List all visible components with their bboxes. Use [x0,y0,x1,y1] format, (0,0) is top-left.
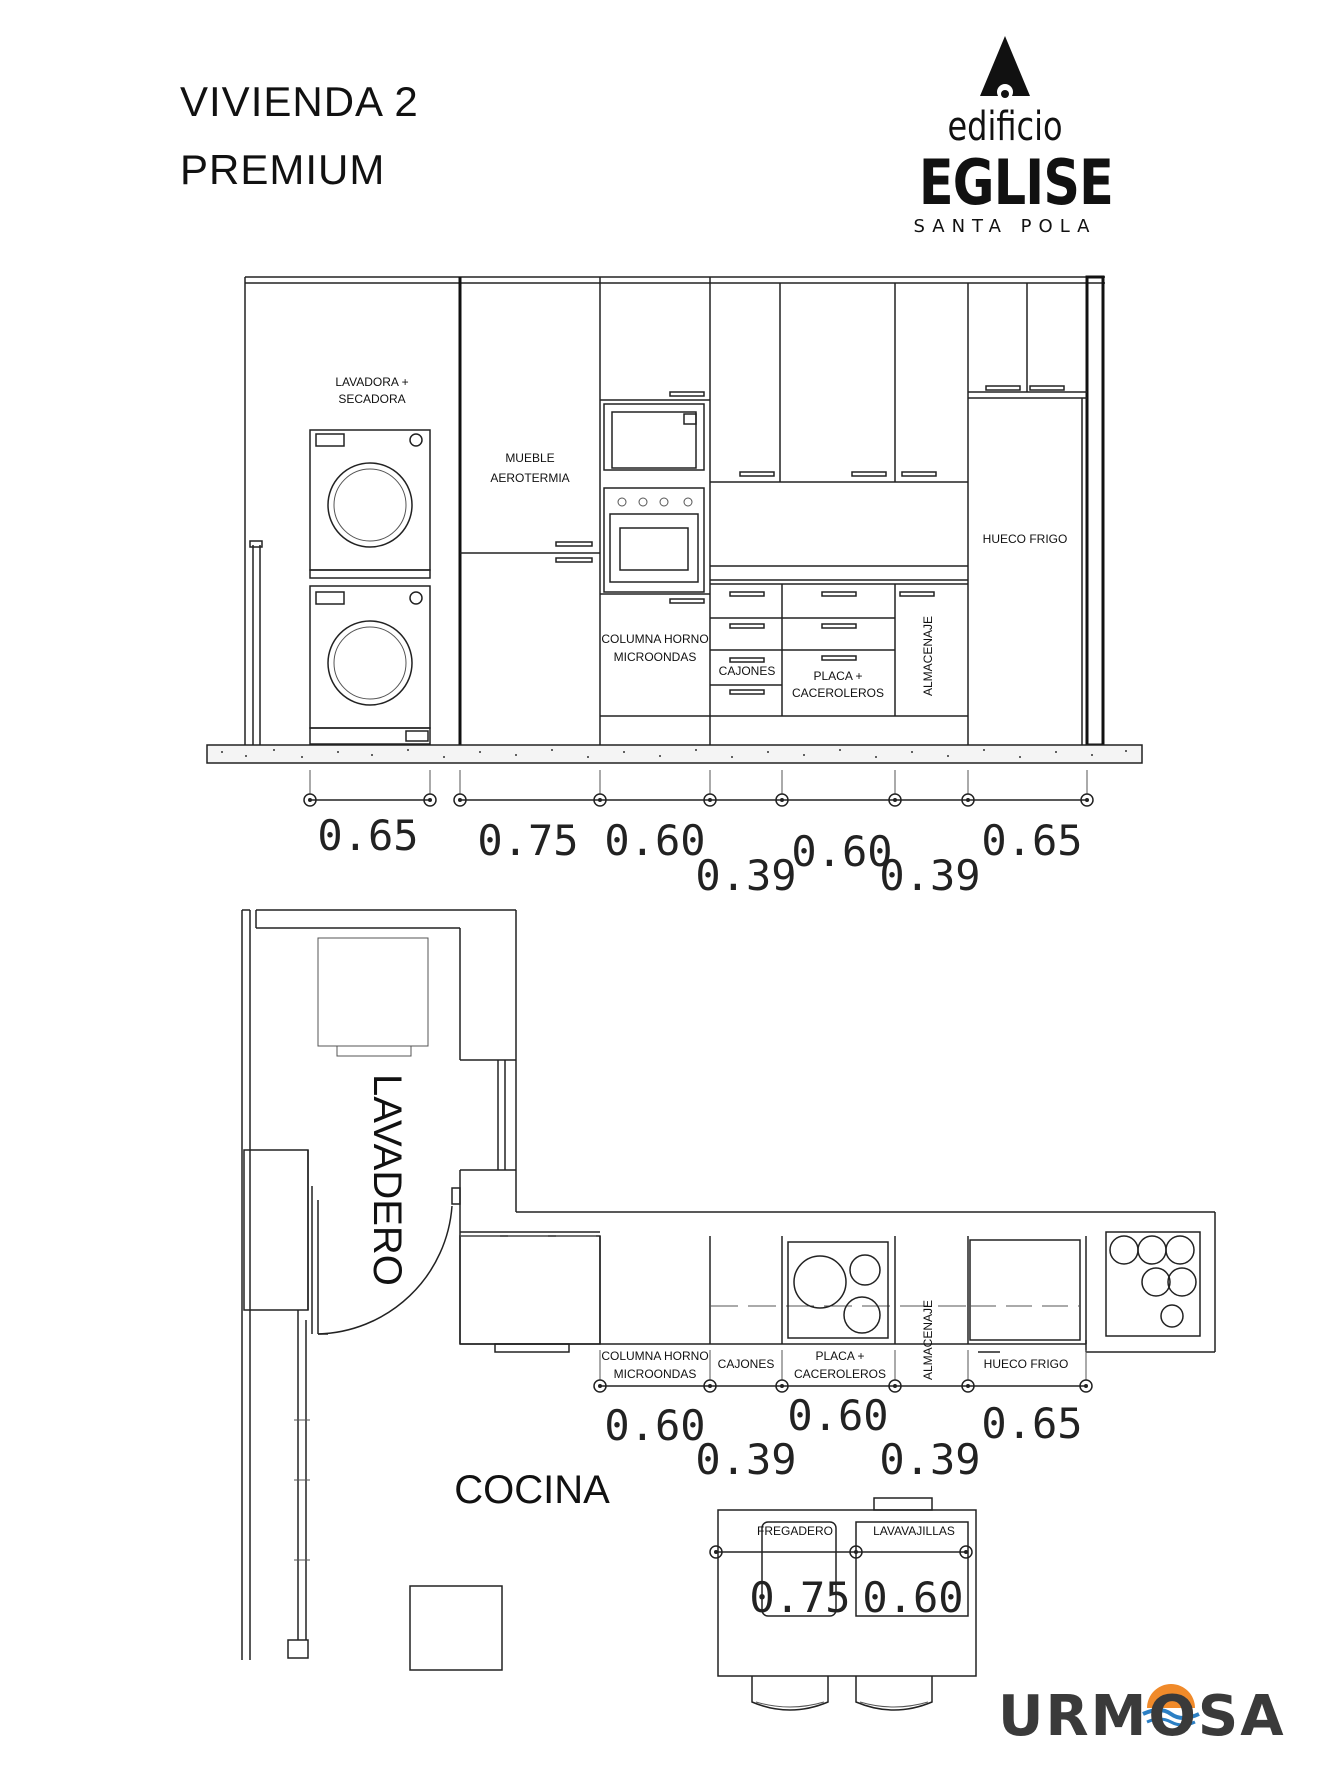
elev-dim-3: 0.60 [604,816,705,865]
logo-sub-text: SANTA POLA [913,216,1097,237]
logo-big-text: EGLISE [918,146,1114,219]
storage-label: ALMACENAJE [921,616,935,696]
plan-column-label-1: COLUMNA HORNO [601,1349,708,1363]
kitchen-elevation: LAVADORA + SECADORA MUEBLE AEROTERMIA CO… [206,275,1143,900]
island-dim-1: 0.75 [749,1573,850,1622]
dimension-ticks [303,770,1094,807]
plan-title-line1: VIVIENDA 2 [180,78,419,125]
elev-dim-6: 0.39 [879,851,980,900]
brand-logo-text: URMOSA [998,1684,1286,1749]
plan-dim-5: 0.65 [981,1399,1082,1448]
plan-dim-3: 0.60 [787,1391,888,1440]
kitchen-room-label: COCINA [454,1468,610,1512]
sun-wave-icon [1142,1684,1200,1727]
elev-dim-5: 0.60 [791,827,892,876]
washer-label-2: SECADORA [338,392,405,406]
plan-drawers-label: CAJONES [718,1357,775,1371]
hob-label-1: PLACA + [813,669,862,683]
logo-small-text: edificio [947,104,1063,150]
plan-column-label-2: MICROONDAS [614,1367,697,1381]
plan-dim-4: 0.39 [879,1435,980,1484]
plan-dim-1: 0.60 [604,1401,705,1450]
dishwasher-label: LAVAVAJILLAS [873,1524,955,1538]
drawers-label: CAJONES [719,664,776,678]
washer-label-1: LAVADORA + [335,375,408,389]
plan-title-line2: PREMIUM [180,146,386,193]
aero-label-1: MUEBLE [505,451,554,465]
plan-dimension-ticks [593,1350,1093,1393]
washer-dryer [309,429,431,745]
plan-hob-label-1: PLACA + [815,1349,864,1363]
plan-dim-2: 0.39 [695,1435,796,1484]
kitchen-plan: COLUMNA HORNO MICROONDAS CAJONES PLACA +… [241,909,1216,1711]
fridge-label: HUECO FRIGO [983,532,1068,546]
elev-dim-7: 0.65 [981,816,1082,865]
hob-label-2: CACEROLEROS [792,686,884,700]
elev-dim-2: 0.75 [477,816,578,865]
column-label-2: MICROONDAS [614,650,697,664]
elev-dim-4: 0.39 [695,851,796,900]
plan-storage-label: ALMACENAJE [921,1300,935,1380]
plan-hob-label-2: CACEROLEROS [794,1367,886,1381]
island-dim-2: 0.60 [862,1573,963,1622]
laundry-room-label: LAVADERO [365,1074,409,1286]
sink-label: FREGADERO [757,1524,833,1538]
triangle-a-icon [980,36,1030,100]
elev-dim-1: 0.65 [317,811,418,860]
aero-label-2: AEROTERMIA [490,471,569,485]
column-label-1: COLUMNA HORNO [601,632,708,646]
plan-fridge-label: HUECO FRIGO [984,1357,1069,1371]
